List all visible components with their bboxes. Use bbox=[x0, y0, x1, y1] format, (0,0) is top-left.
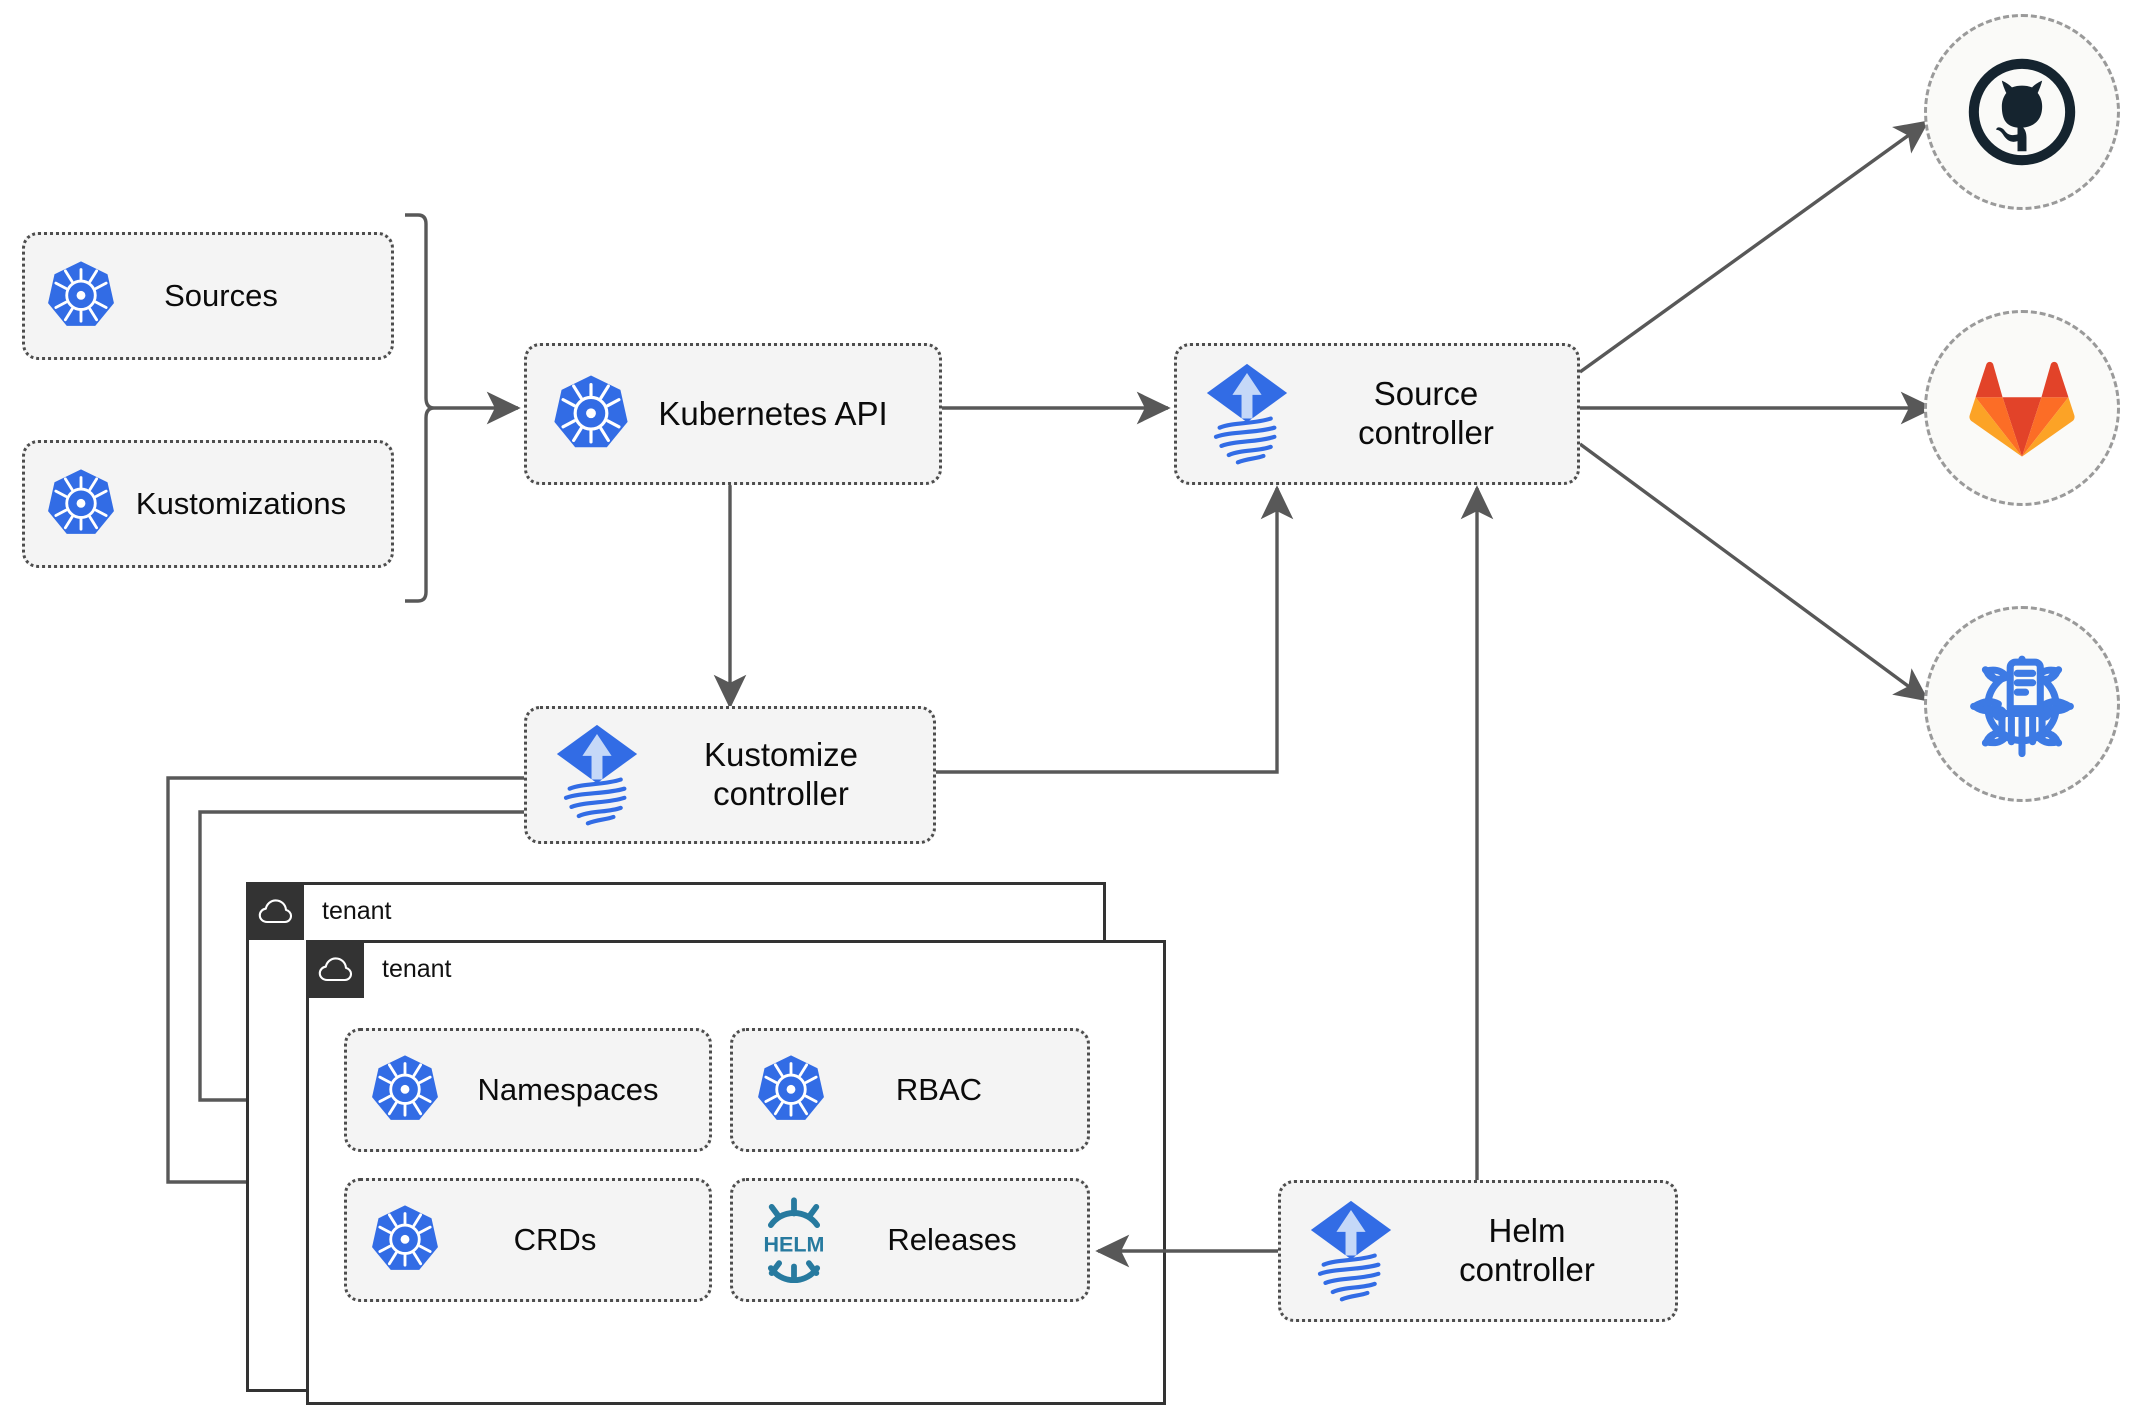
cloud-icon bbox=[306, 940, 364, 998]
node-label-namespaces: Namespaces bbox=[477, 1071, 659, 1107]
tenant-label-back: tenant bbox=[322, 896, 392, 925]
node-helm-controller[interactable]: Helm controller bbox=[1278, 1180, 1678, 1322]
node-label-rbac: RBAC bbox=[895, 1071, 983, 1107]
node-sources[interactable]: Sources bbox=[22, 232, 394, 360]
gitlab-icon bbox=[1969, 361, 2075, 457]
tenant-header-front: tenant bbox=[306, 940, 452, 998]
github-icon bbox=[1968, 58, 2076, 166]
node-crds[interactable]: CRDs bbox=[344, 1178, 712, 1302]
flux-icon bbox=[1295, 1199, 1407, 1303]
cloud-icon bbox=[246, 882, 304, 940]
kubernetes-icon bbox=[39, 260, 123, 332]
edge-source-controller-to-github bbox=[1579, 120, 1930, 374]
provider-gitlab[interactable] bbox=[1924, 310, 2120, 506]
node-source-controller[interactable]: Source controller bbox=[1174, 343, 1580, 485]
group-bracket bbox=[405, 213, 435, 603]
kubernetes-icon bbox=[359, 1204, 451, 1276]
helm-wordmark: HELM bbox=[764, 1233, 825, 1257]
node-label-sources: Sources bbox=[164, 277, 278, 313]
flux-icon bbox=[541, 723, 653, 827]
node-rbac[interactable]: RBAC bbox=[730, 1028, 1090, 1152]
tenant-header-back: tenant bbox=[246, 882, 392, 940]
tenant-label-front: tenant bbox=[382, 954, 452, 983]
edge-kustomize-to-source-controller bbox=[936, 485, 1294, 774]
node-label-helm-controller: Helm controller bbox=[1459, 1212, 1595, 1288]
node-label-kustomize-controller: Kustomize controller bbox=[703, 736, 859, 812]
node-kubernetes-api[interactable]: Kubernetes API bbox=[524, 343, 942, 485]
flux-icon bbox=[1191, 362, 1303, 466]
helm-chart-repo-icon bbox=[1970, 655, 2074, 758]
kubernetes-icon bbox=[745, 1054, 837, 1126]
node-label-kustomizations: Kustomizations bbox=[135, 485, 347, 521]
provider-helm-repository[interactable] bbox=[1924, 606, 2120, 802]
node-label-source-controller: Source controller bbox=[1358, 375, 1494, 451]
tenant-panel-front[interactable]: tenant bbox=[306, 940, 1166, 1405]
node-label-crds: CRDs bbox=[513, 1221, 597, 1257]
kubernetes-icon bbox=[39, 468, 123, 540]
node-label-kubernetes-api: Kubernetes API bbox=[658, 394, 888, 432]
edge-source-controller-to-helm-repository bbox=[1578, 442, 1930, 702]
node-kustomizations[interactable]: Kustomizations bbox=[22, 440, 394, 568]
kubernetes-icon bbox=[359, 1054, 451, 1126]
provider-github[interactable] bbox=[1924, 14, 2120, 210]
node-releases[interactable]: HELM Releases bbox=[730, 1178, 1090, 1302]
node-label-releases: Releases bbox=[887, 1221, 1017, 1257]
node-namespaces[interactable]: Namespaces bbox=[344, 1028, 712, 1152]
helm-icon: HELM bbox=[745, 1197, 843, 1283]
kubernetes-icon bbox=[543, 374, 639, 454]
node-kustomize-controller[interactable]: Kustomize controller bbox=[524, 706, 936, 844]
